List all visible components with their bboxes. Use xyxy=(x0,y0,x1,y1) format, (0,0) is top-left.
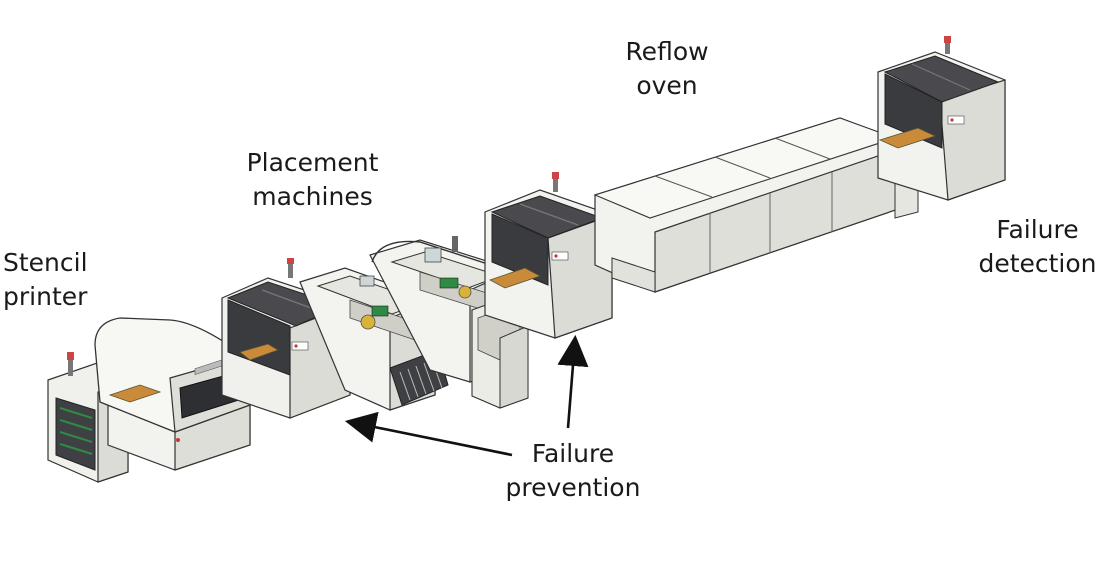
label-failure-prevention-line-2: prevention xyxy=(505,473,641,502)
label-failure-prevention: Failure prevention xyxy=(498,437,648,505)
label-reflow-oven: Reflow oven xyxy=(612,35,722,103)
label-placement-machines: Placement machines xyxy=(235,146,390,214)
label-failure-detection: Failure detection xyxy=(975,213,1100,281)
failure-detection-machine xyxy=(877,36,1006,201)
label-failure-prevention-line-1: Failure xyxy=(531,439,615,468)
label-stencil-printer: Stencil printer xyxy=(3,246,88,314)
placement-machine-2 xyxy=(369,236,529,409)
label-placement-machines-line-2: machines xyxy=(252,182,373,211)
label-stencil-printer-line-1: Stencil xyxy=(3,248,88,277)
label-failure-detection-line-2: detection xyxy=(978,249,1097,278)
label-stencil-printer-line-2: printer xyxy=(3,282,88,311)
pre-reflow-buffer xyxy=(484,172,613,339)
label-placement-machines-line-1: Placement xyxy=(246,148,379,177)
arrow-to-placement xyxy=(344,411,513,457)
reflow-oven-machine xyxy=(593,117,919,293)
label-reflow-oven-line-2: oven xyxy=(636,71,698,100)
label-reflow-oven-line-1: Reflow xyxy=(625,37,709,66)
arrow-to-pre-reflow xyxy=(557,334,589,429)
label-failure-detection-line-1: Failure xyxy=(996,215,1079,244)
